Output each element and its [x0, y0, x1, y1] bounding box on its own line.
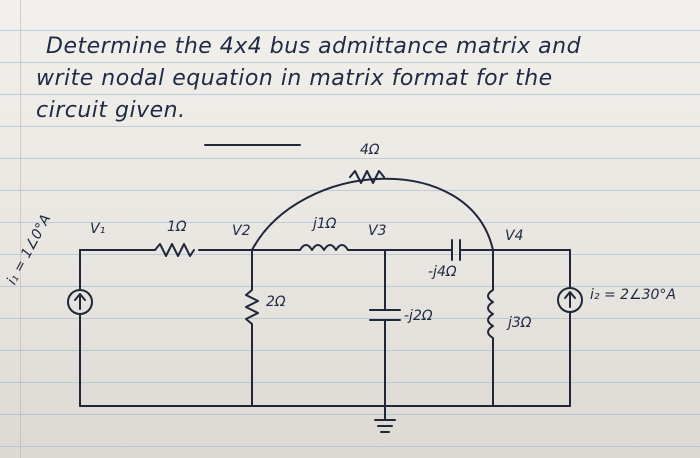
ruled-line: [0, 190, 700, 191]
capacitor-j2: [369, 249, 401, 421]
ruled-line: [0, 30, 700, 31]
resistor-4ohm: [349, 170, 385, 184]
label-r-2ohm: 2Ω: [266, 294, 286, 310]
ruled-line: [0, 286, 700, 287]
resistor-1ohm: [154, 243, 195, 257]
node-v3: V3: [368, 223, 387, 239]
node-v4: V4: [505, 228, 524, 244]
arrow-i2: [564, 291, 576, 308]
ground: [374, 419, 396, 433]
ruled-line: [0, 158, 700, 159]
margin-line: [20, 0, 21, 458]
source-i1: [67, 289, 93, 315]
ruled-line: [0, 318, 700, 319]
ruled-line: [0, 62, 700, 63]
question-line-1: Determine the 4x4 bus admittance matrix …: [46, 34, 582, 59]
ruled-line: [0, 446, 700, 447]
resistor-2ohm: [245, 249, 259, 407]
label-r-1ohm: 1Ω: [167, 219, 187, 235]
ruled-line: [0, 94, 700, 95]
ruled-line: [0, 350, 700, 351]
label-c-j4: -j4Ω: [428, 264, 457, 280]
question-line-3: circuit given.: [36, 98, 186, 123]
label-l-j3: j3Ω: [508, 315, 532, 331]
label-c-j2: -j2Ω: [404, 308, 433, 324]
arrow-i1: [74, 293, 86, 310]
ruled-line: [0, 414, 700, 415]
node-v1: V₁: [90, 221, 106, 237]
inductor-j3: [487, 249, 494, 407]
label-source-i2: i₂ = 2∠30°A: [590, 287, 676, 303]
question-line-2: write nodal equation in matrix format fo…: [36, 66, 553, 91]
ruled-line: [0, 382, 700, 383]
label-r-4ohm: 4Ω: [360, 142, 380, 158]
capacitor-j4: [451, 239, 461, 261]
ruled-line: [0, 254, 700, 255]
node-v2: V2: [232, 223, 251, 239]
ruled-line: [0, 126, 700, 127]
label-l-j1: j1Ω: [313, 216, 337, 232]
inductor-j1: [299, 244, 349, 251]
ruled-line: [0, 222, 700, 223]
arc-v2-v4: [251, 177, 494, 251]
source-i2: [557, 287, 583, 313]
